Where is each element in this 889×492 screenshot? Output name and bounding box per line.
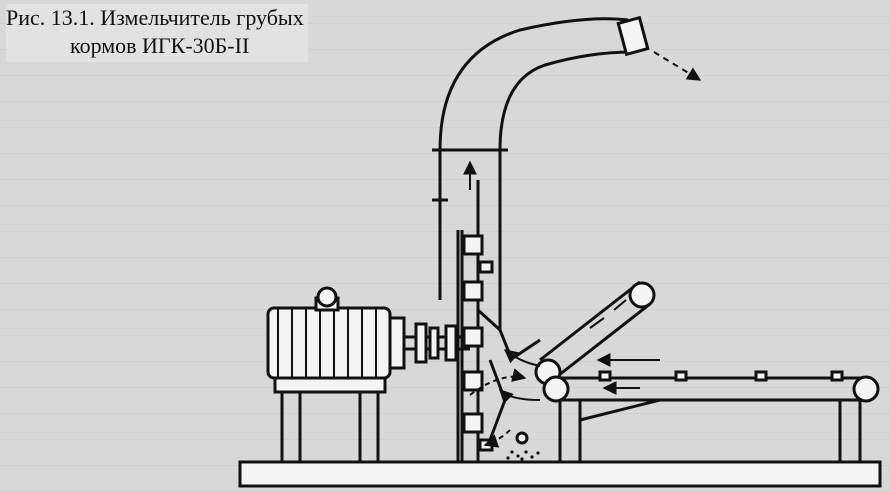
drive-shaft (404, 322, 470, 364)
electric-motor (266, 286, 406, 380)
flow-arrows (469, 349, 660, 448)
figure-caption: Рис. 13.1. Измельчитель грубых кормов ИГ… (6, 4, 308, 62)
base-frame (238, 376, 882, 488)
caption-title-line2: кормов ИГК-30Б-II (70, 33, 250, 58)
separated-particles (506, 431, 540, 461)
caption-number: Рис. 13.1. (6, 5, 95, 30)
inclined-feeder (509, 280, 656, 386)
discharge-pipe (432, 15, 702, 230)
horizontal-conveyor (542, 370, 880, 462)
caption-title-line1: Измельчитель грубых (100, 5, 304, 30)
